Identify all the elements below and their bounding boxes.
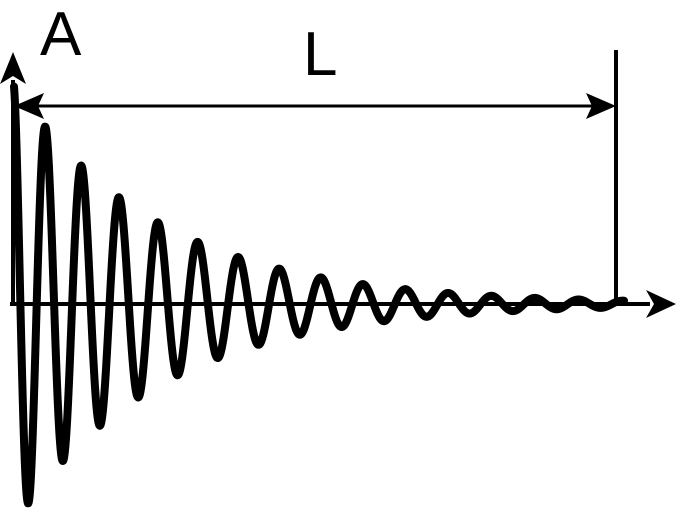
length-arrowhead-right (586, 93, 616, 119)
amplitude-label: A (40, 0, 82, 69)
damped-waveform (10, 82, 628, 508)
length-label: L (303, 20, 337, 89)
x-axis-arrowhead (646, 290, 676, 318)
y-axis-arrowhead (0, 52, 26, 84)
length-arrowhead-left (14, 93, 44, 119)
